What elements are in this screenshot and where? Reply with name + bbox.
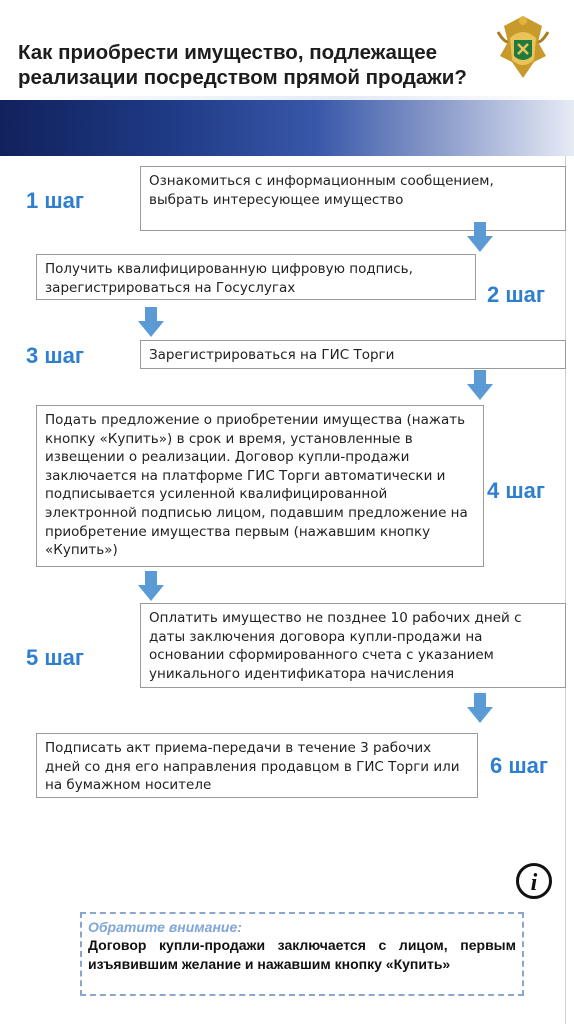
step-6-box: Подписать акт приема-передачи в течение … [36, 733, 478, 798]
arrow-down-icon [138, 571, 164, 601]
arrow-down-icon [467, 222, 493, 252]
attention-note: Обратите внимание: Договор купли-продажи… [80, 912, 524, 996]
note-title: Обратите внимание: [88, 919, 242, 935]
step-6-label: 6 шаг [490, 753, 549, 778]
note-text: Договор купли-продажи заключается с лицо… [88, 937, 516, 972]
step-2-label: 2 шаг [487, 282, 546, 307]
step-1-box: Ознакомиться с информационным сообщением… [140, 166, 566, 231]
page-title: Как приобрести имущество, подлежащее реа… [18, 41, 467, 89]
step-2-box: Получить квалифицированную цифровую подп… [36, 254, 476, 300]
svg-text:i: i [531, 870, 538, 896]
step-4-box: Подать предложение о приобретении имущес… [36, 405, 484, 567]
arrow-down-icon [467, 370, 493, 400]
step-5-label: 5 шаг [26, 645, 85, 670]
step-3-label: 3 шаг [26, 343, 85, 368]
emblem-icon [496, 16, 550, 78]
arrow-down-icon [138, 307, 164, 337]
right-divider [565, 156, 566, 1024]
step-1-label: 1 шаг [26, 188, 85, 213]
info-icon: i [516, 863, 552, 899]
step-5-box: Оплатить имущество не позднее 10 рабочих… [140, 603, 566, 688]
step-4-label: 4 шаг [487, 478, 546, 503]
header-band [0, 100, 574, 156]
arrow-down-icon [467, 693, 493, 723]
step-3-box: Зарегистрироваться на ГИС Торги [140, 340, 566, 369]
